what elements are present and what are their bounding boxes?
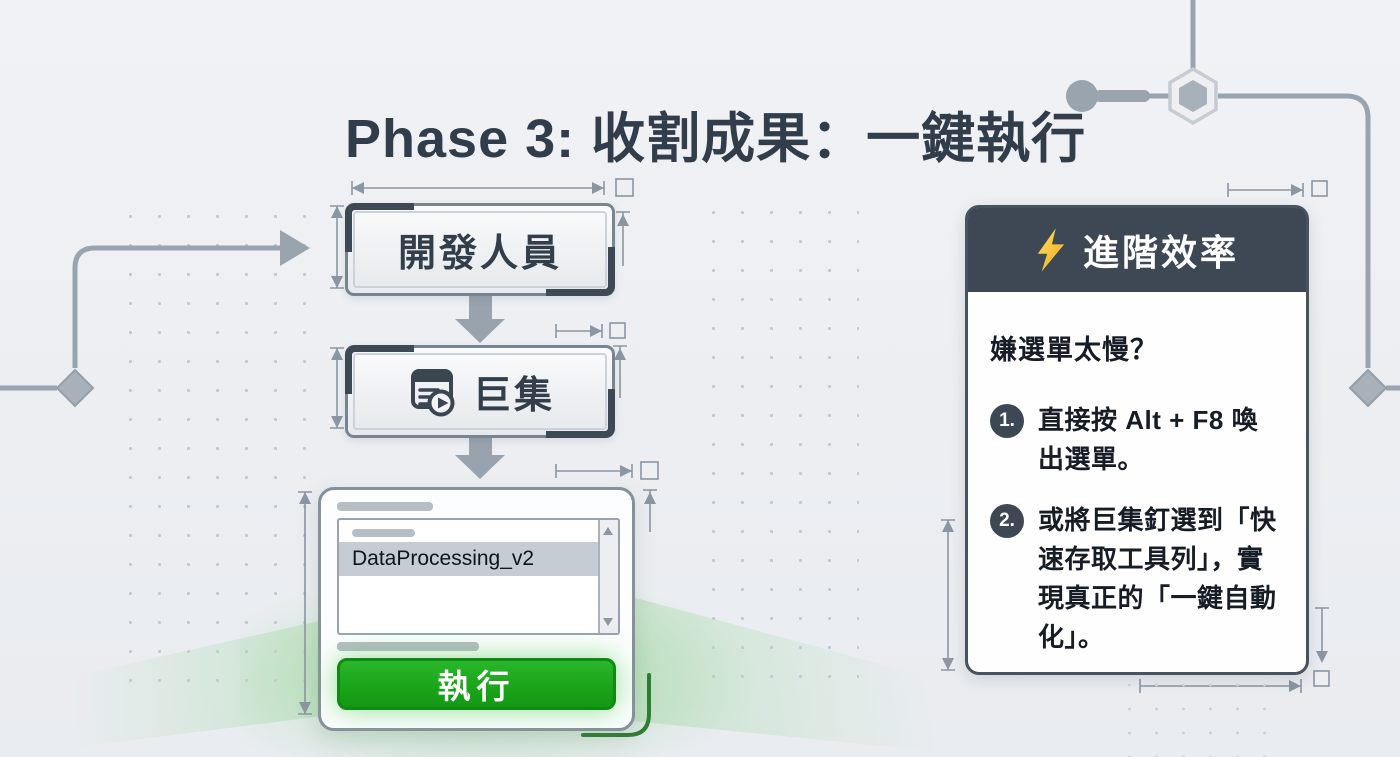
tip-item-2: 2. 或將巨集釘選到「快速存取工具列」，實現真正的「一鍵自動化」。 [990, 501, 1284, 757]
lightning-icon [1037, 228, 1065, 272]
dot-grid-card [1116, 673, 1268, 757]
tip-card-header: 進階效率 [968, 208, 1306, 292]
diamond-node-right-icon [1348, 368, 1388, 408]
tip-item-1-text: 直接按 Alt + F8 喚出選單。 [1038, 405, 1259, 474]
dimension-arrowheads [299, 182, 1328, 714]
diamond-node-left-icon [55, 368, 95, 408]
macro-list-selected-item[interactable]: DataProcessing_v2 [339, 542, 600, 576]
run-button-label: 執行 [437, 668, 516, 705]
tip-card: 進階效率 嫌選單太慢？ 1. 直接按 Alt + F8 喚出選單。 2. 或將巨… [965, 205, 1309, 757]
tip-item-1: 1. 直接按 Alt + F8 喚出選單。 [990, 401, 1284, 479]
green-corner-bracket [581, 673, 651, 737]
corner-accent-bottom-right [546, 389, 615, 438]
developer-label: 開發人員 [397, 233, 562, 275]
dialog-title-stub [337, 502, 433, 511]
flow-node-macro: 巨集 [345, 345, 615, 438]
macro-listbox[interactable]: DataProcessing_v2 [337, 518, 620, 635]
dot-grid-left [116, 202, 312, 700]
dot-grid-middle [699, 198, 859, 680]
tip-card-body: 嫌選單太慢？ 1. 直接按 Alt + F8 喚出選單。 2. 或將巨集釘選到「… [968, 292, 1306, 757]
tip-card-title: 進階效率 [1082, 232, 1239, 273]
macro-list-play-icon [410, 368, 455, 416]
listbox-header-stub [352, 529, 415, 537]
corner-accent-top-left [345, 203, 414, 252]
selected-macro-name: DataProcessing_v2 [352, 547, 535, 570]
connector-left-elbow [72, 245, 280, 368]
corner-accent-top-left [345, 345, 414, 394]
corner-accent-bottom-right [546, 247, 615, 296]
listbox-scrollbar[interactable] [598, 520, 618, 633]
scroll-up-icon[interactable] [603, 527, 613, 535]
dimension-squares [609, 178, 1330, 687]
flow-node-developer: 開發人員 [345, 203, 615, 296]
tip-item-1-badge: 1. [990, 404, 1024, 438]
page-title: Phase 3: 收割成果：一鍵執行 [345, 109, 1087, 170]
macro-run-dialog: DataProcessing_v2 執行 [318, 487, 635, 731]
scroll-down-icon[interactable] [603, 618, 613, 626]
connector-arrowhead-icon [280, 230, 310, 266]
dimension-marks [298, 181, 1329, 715]
hexagon-node-inner-icon [1179, 80, 1207, 112]
run-button[interactable]: 執行 [337, 658, 616, 710]
tip-item-2-text: 或將巨集釘選到「快速存取工具列」，實現真正的「一鍵自動化」。 [1038, 505, 1277, 652]
flow-arrow-down-icon [455, 432, 505, 479]
macro-label: 巨集 [472, 375, 555, 417]
connector-right-elbow [1218, 93, 1371, 368]
title-end-bar [1094, 90, 1150, 102]
dialog-label-stub [337, 642, 479, 651]
flow-arrow-down-icon [455, 292, 505, 343]
tip-question: 嫌選單太慢？ [990, 335, 1158, 365]
title-end-dot [1066, 80, 1098, 112]
tip-item-2-badge: 2. [990, 504, 1024, 538]
